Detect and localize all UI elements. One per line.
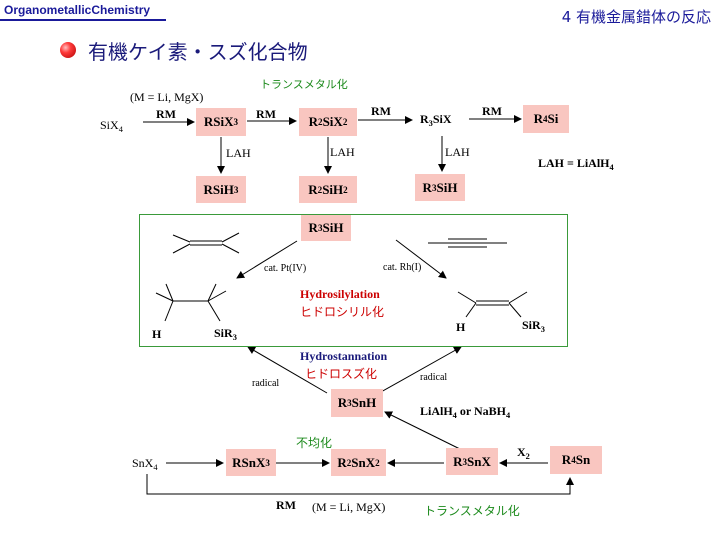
reductant-label: LiAlH4 or NaBH4 [420, 404, 511, 420]
tin-start-snx4: SnX4 [132, 456, 158, 472]
radical-label-left: radical [252, 378, 280, 389]
si-start-sicl4: SiX4 [100, 118, 123, 134]
disproportionation-label: 不均化 [296, 436, 333, 450]
title-bullet-icon [60, 42, 76, 58]
header-chapter-title: 4 有機金属錯体の反応 [561, 8, 711, 26]
si-lah-label-1: LAH [226, 146, 251, 160]
si-lah-label-2: LAH [330, 145, 355, 159]
si-rm-label-2: RM [256, 107, 276, 121]
hydrostannation-title-ja: ヒドロスズ化 [305, 367, 378, 381]
si-rm-label-4: RM [482, 104, 502, 118]
cat-pt-label: cat. Pt(IV) [264, 263, 307, 274]
si-transmetal-label: トランスメタル化 [260, 78, 348, 91]
alkene-h-label: H [456, 320, 466, 334]
alkane-h-label: H [152, 327, 162, 341]
header-underline [0, 19, 166, 21]
compound-r3six: R3SiX [420, 112, 452, 128]
hydrosilylation-title-en: Hydrosilylation [300, 287, 380, 301]
hydrosilylation-title-ja: ヒドロシリル化 [300, 305, 385, 319]
tin-condition: (M = Li, MgX) [312, 500, 386, 514]
hydrosilylation-frame [139, 214, 568, 347]
si-lah-label-3: LAH [445, 145, 470, 159]
alkene-sir3-label: SiR3 [522, 318, 545, 334]
slide-title: 有機ケイ素・スズ化合物 [88, 40, 308, 64]
si-rm-label-3: RM [371, 104, 391, 118]
header-course-title: OrganometallicChemistry [4, 3, 151, 17]
lah-definition: LAH = LiAlH4 [538, 156, 614, 172]
radical-label-right: radical [420, 372, 448, 383]
si-condition: (M = Li, MgX) [130, 90, 204, 104]
tin-transmetal-label: トランスメタル化 [424, 504, 520, 518]
tin-rm-label: RM [276, 498, 296, 512]
si-rm-label-1: RM [156, 107, 176, 121]
alkane-sir3-label: SiR3 [214, 326, 237, 342]
hydrostannation-title-en: Hydrostannation [300, 349, 388, 363]
cat-rh-label: cat. Rh(I) [383, 262, 422, 273]
halogen-x2-label: X2 [517, 445, 530, 461]
